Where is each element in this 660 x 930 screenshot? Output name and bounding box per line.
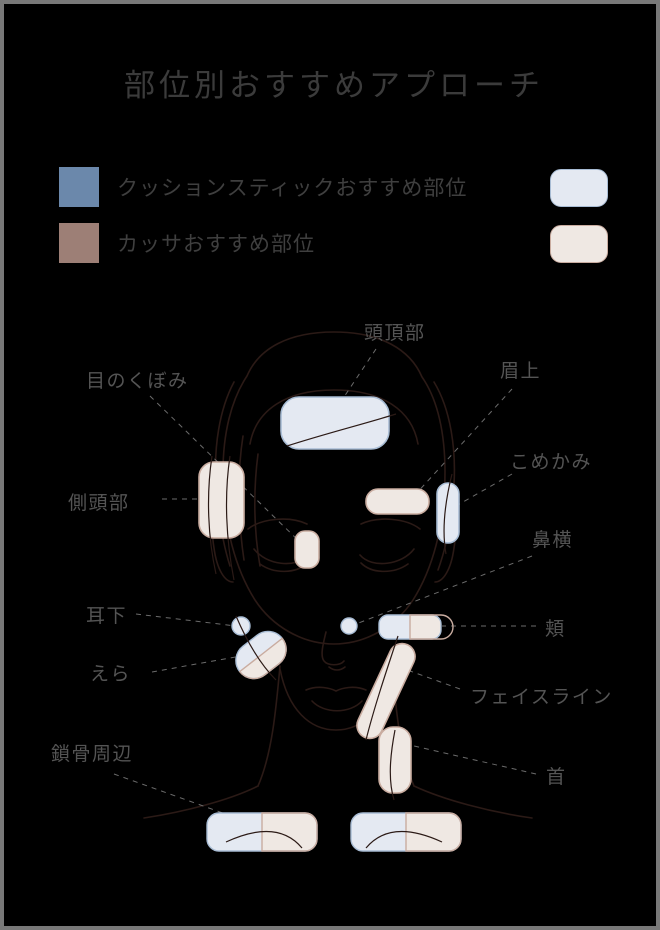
- leader-jaw-angle: [151, 653, 253, 673]
- label-brow: 眉上: [500, 360, 542, 382]
- temple-strand-b: [225, 455, 235, 581]
- eyebrow-right: [360, 518, 421, 530]
- label-eye-hollow: 目のくぼみ: [86, 370, 189, 392]
- label-nose-side: 鼻横: [532, 529, 574, 551]
- label-face-line: フェイスライン: [470, 686, 613, 708]
- eyebrow-left: [247, 518, 308, 530]
- temple-strand-a: [207, 455, 217, 575]
- nose: [321, 631, 345, 666]
- label-temple-side: 側頭部: [68, 492, 130, 514]
- head-outline: [222, 331, 446, 645]
- leader-under-ear: [135, 613, 237, 627]
- leader-nose-side: [355, 555, 533, 625]
- hair-strand-left-2: [254, 453, 261, 567]
- leader-temple: [455, 473, 513, 507]
- right-temple-strand: [443, 473, 453, 555]
- zone-nose-side: [340, 617, 358, 635]
- zone-crown: [280, 396, 390, 450]
- neck-left: [257, 665, 281, 787]
- label-neck: 首: [546, 766, 567, 788]
- leader-lines: [113, 348, 537, 827]
- leader-face-line: [409, 670, 461, 690]
- zone-shapes: [198, 396, 462, 852]
- crown-strand: [286, 413, 397, 447]
- label-jaw-angle: えら: [90, 663, 132, 685]
- zone-neck: [378, 726, 412, 794]
- shoulder-left: [143, 785, 259, 819]
- zone-temple-side: [198, 461, 245, 539]
- legend-row-kassa: カッサおすすめ部位: [59, 223, 315, 263]
- label-under-ear: 耳下: [86, 605, 128, 627]
- legend-swatch-cushion: [59, 167, 99, 207]
- zone-jaw-angle: [228, 624, 294, 686]
- page-title: 部位別おすすめアプローチ: [124, 68, 544, 104]
- zone-clavicle-right: [350, 812, 462, 852]
- legend-label-cushion: クッションスティックおすすめ部位: [117, 176, 468, 200]
- mouth-lower: [311, 700, 363, 712]
- zone-face-line: [356, 642, 416, 740]
- jaw-strand: [235, 615, 277, 681]
- legend-label-kassa: カッサおすすめ部位: [117, 232, 315, 256]
- legend-sample-pill-cushion: [550, 169, 608, 207]
- hairline: [249, 389, 419, 445]
- nose-nostril: [328, 666, 346, 671]
- faceline-strand: [365, 635, 399, 741]
- zone-eye-hollow: [294, 530, 320, 569]
- face-diagram: [4, 4, 656, 926]
- hair-overlay-strands: [207, 413, 453, 801]
- eyelid-right-lower: [360, 562, 409, 573]
- zone-cheek: [378, 614, 454, 640]
- legend-swatch-kassa: [59, 223, 99, 263]
- legend-row-cushion: クッションスティックおすすめ部位: [59, 167, 467, 207]
- leader-neck: [413, 745, 537, 775]
- mouth-upper: [305, 686, 367, 692]
- shoulder-right: [413, 785, 533, 819]
- legend-sample-pill-kassa: [550, 225, 608, 263]
- zone-clavicle-left: [206, 812, 318, 852]
- leader-brow: [413, 388, 513, 497]
- label-clavicle: 鎖骨周辺: [51, 743, 134, 765]
- label-temple: こめかみ: [510, 451, 593, 473]
- neck-strand: [389, 729, 396, 801]
- label-crown: 頭頂部: [364, 322, 426, 344]
- eye-right: [359, 548, 415, 565]
- zone-temple: [436, 482, 460, 544]
- zone-brow: [365, 488, 430, 515]
- label-cheek: 頬: [545, 618, 566, 640]
